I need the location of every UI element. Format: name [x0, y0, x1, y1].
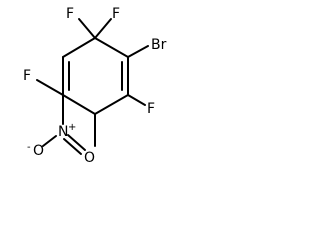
bond-c1-f-right: [94, 18, 112, 39]
bond-c6-c1: [62, 37, 96, 58]
molecule-svg: F F Br F F N + O O -: [23, 6, 167, 166]
atom-nitro-o-left: O: [33, 143, 44, 159]
atom-br: Br: [151, 37, 167, 53]
bond-n-o-right-b: [63, 138, 82, 155]
bond-c3-c4: [94, 94, 129, 115]
atom-f-top-right: F: [112, 6, 120, 22]
bond-c3-f: [127, 94, 146, 106]
nitro-n-charge: +: [68, 122, 76, 133]
atom-nitro-o-right: O: [84, 150, 95, 166]
bond-n-o-left: [42, 135, 57, 147]
atom-labels: F F Br F F N + O O -: [23, 6, 167, 166]
bond-c4-c5: [62, 94, 96, 115]
structure-diagram: F F Br F F N + O O -: [0, 0, 181, 175]
atom-f-top-left: F: [66, 6, 74, 22]
atom-f-right: F: [147, 101, 155, 117]
bond-c2-br: [127, 45, 149, 58]
bond-c5-f: [36, 79, 64, 96]
bond-n-o-right-a: [67, 134, 86, 151]
atom-nitro-n: N: [58, 124, 68, 140]
ring-bonds: [62, 37, 129, 115]
bond-c1-c2: [94, 37, 129, 58]
atom-f-left: F: [23, 68, 31, 84]
bond-c1-f-left: [78, 18, 96, 39]
substituent-bonds: [36, 18, 149, 155]
nitro-o-left-charge: -: [27, 142, 31, 153]
